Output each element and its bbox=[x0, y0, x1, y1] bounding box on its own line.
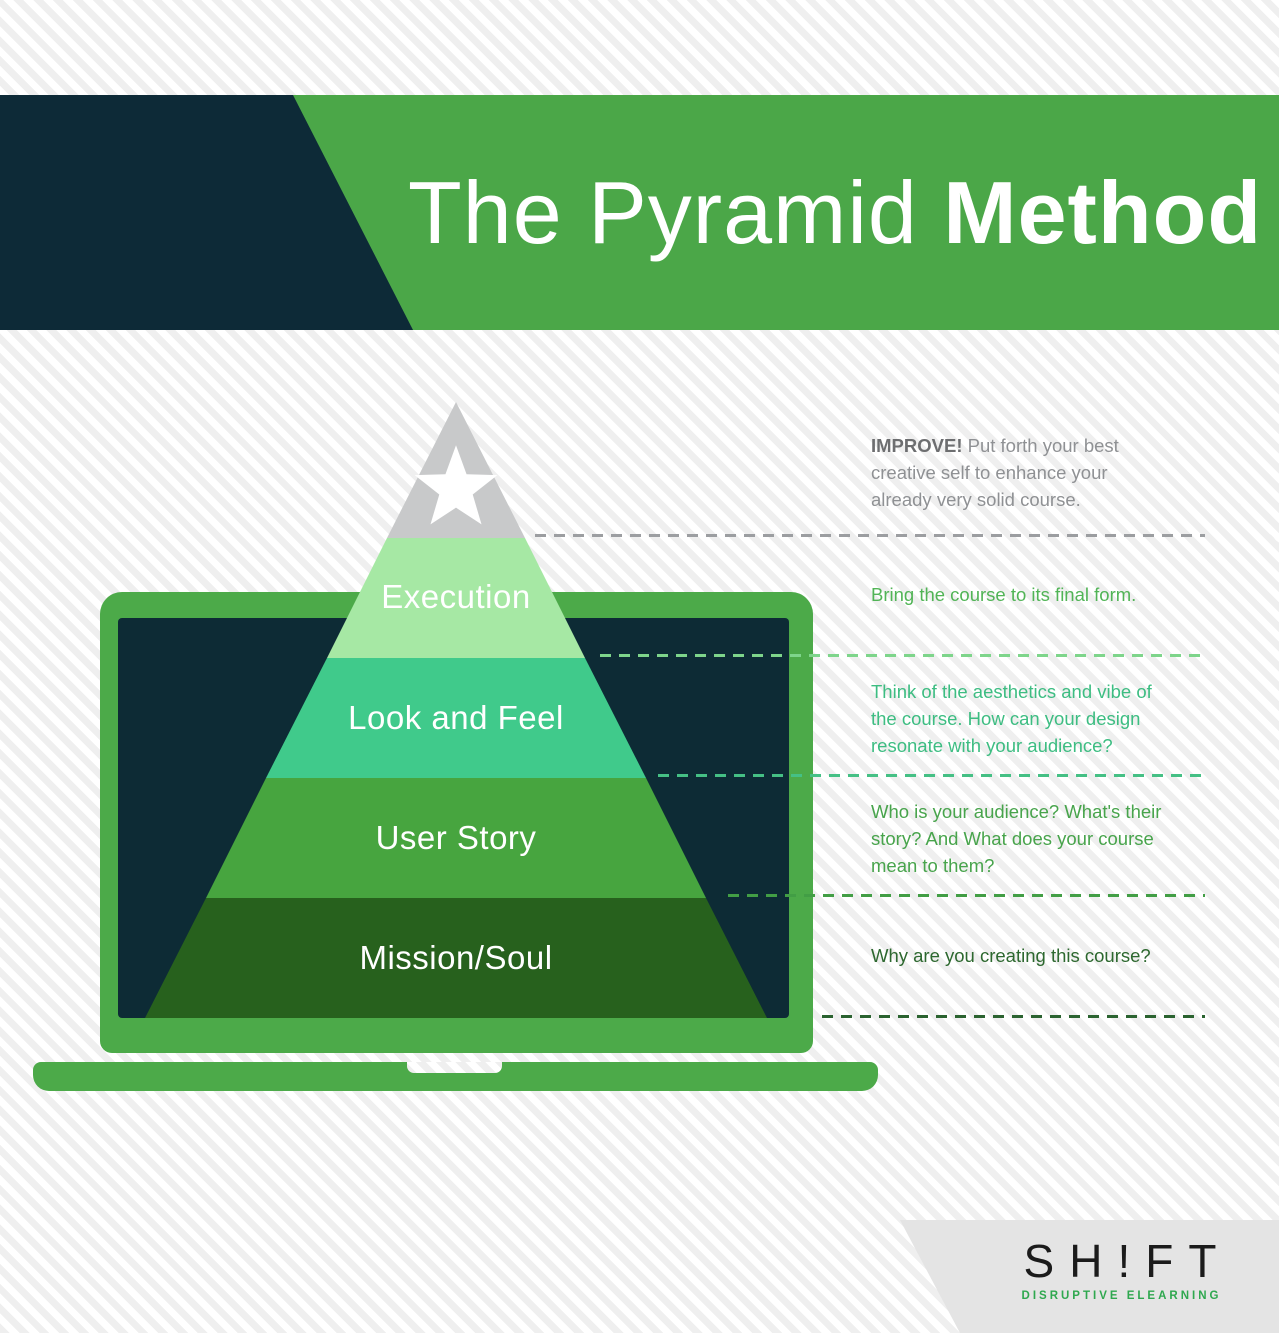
annotation-improve-text: Put forth your best creative self to enh… bbox=[871, 435, 1119, 510]
annotation-mission-soul: Why are you creating this course? bbox=[871, 945, 1151, 966]
annotation-user-story: Who is your audience? What's their story… bbox=[871, 801, 1162, 876]
pyramid-level-look-and-feel bbox=[266, 658, 646, 778]
annotation-improve: IMPROVE! Put forth your best creative se… bbox=[871, 432, 1191, 513]
pyramid-label-mission-soul: Mission/Soul bbox=[359, 939, 553, 976]
dashed-connector-user-story bbox=[728, 894, 1205, 897]
annotation-look-and-feel: Think of the aesthetics and vibe of the … bbox=[871, 681, 1152, 756]
dashed-connector-mission-soul bbox=[822, 1015, 1205, 1018]
annotation-execution: Bring the course to its final form. bbox=[871, 584, 1137, 605]
laptop-base-notch bbox=[407, 1062, 502, 1073]
dashed-connector-look-and-feel bbox=[658, 774, 1205, 777]
pyramid-label-user-story: User Story bbox=[375, 819, 537, 856]
pyramid-level-user-story bbox=[206, 778, 706, 898]
brand-tagline: DISRUPTIVE ELEARNING bbox=[1021, 1289, 1222, 1302]
dashed-connector-improve bbox=[535, 534, 1205, 537]
brand-logo-block: SH!FT DISRUPTIVE ELEARNING bbox=[1000, 1236, 1240, 1302]
star-icon bbox=[414, 445, 498, 525]
page-title-bold: Method bbox=[943, 163, 1263, 262]
pyramid-label-execution: Execution bbox=[381, 578, 531, 615]
pyramid-diagram: Execution Look and Feel User Story Missi… bbox=[145, 402, 767, 1018]
page-title: The Pyramid Method bbox=[408, 158, 1262, 268]
dashed-connector-execution bbox=[600, 654, 1205, 657]
footer-panel: SH!FT DISRUPTIVE ELEARNING bbox=[900, 1220, 1279, 1333]
annotation-improve-emphasis: IMPROVE! bbox=[871, 435, 963, 456]
brand-logo: SH!FT bbox=[1023, 1235, 1232, 1287]
pyramid-label-look-and-feel: Look and Feel bbox=[348, 699, 564, 736]
pyramid-level-mission-soul bbox=[145, 898, 767, 1018]
page-title-light: The Pyramid bbox=[408, 163, 944, 262]
